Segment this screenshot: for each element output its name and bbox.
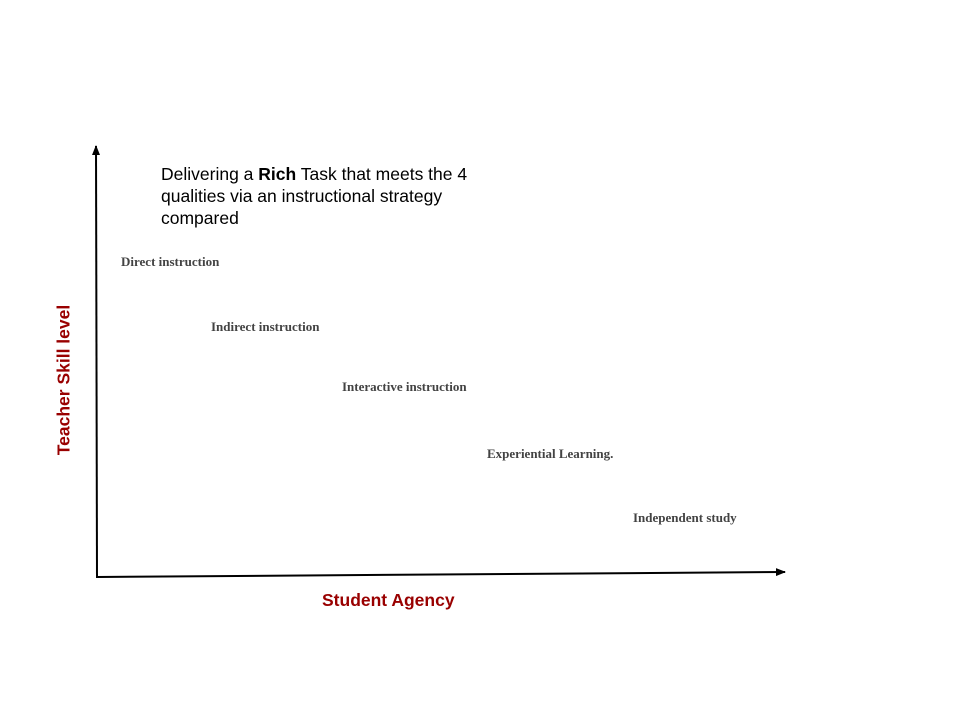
y-axis-line: [92, 145, 101, 579]
title-prefix: Delivering a: [161, 164, 259, 184]
strategy-direct-instruction: Direct instruction: [121, 254, 220, 269]
y-axis-label: Teacher Skill level: [53, 304, 74, 456]
x-axis-line: [96, 568, 786, 578]
title-bold-word: Rich: [258, 164, 297, 184]
title-suffix: Task that meets the 4 qualities via an i…: [161, 164, 468, 228]
diagram-title: Delivering a Rich Task that meets the 4 …: [161, 163, 506, 229]
x-axis-label: Student Agency: [322, 590, 455, 610]
strategy-interactive-instruction: Interactive instruction: [342, 379, 467, 394]
strategy-indirect-instruction: Indirect instruction: [211, 319, 320, 334]
strategy-independent-study: Independent study: [633, 510, 737, 525]
strategy-experiential-learning: Experiential Learning.: [487, 446, 614, 461]
